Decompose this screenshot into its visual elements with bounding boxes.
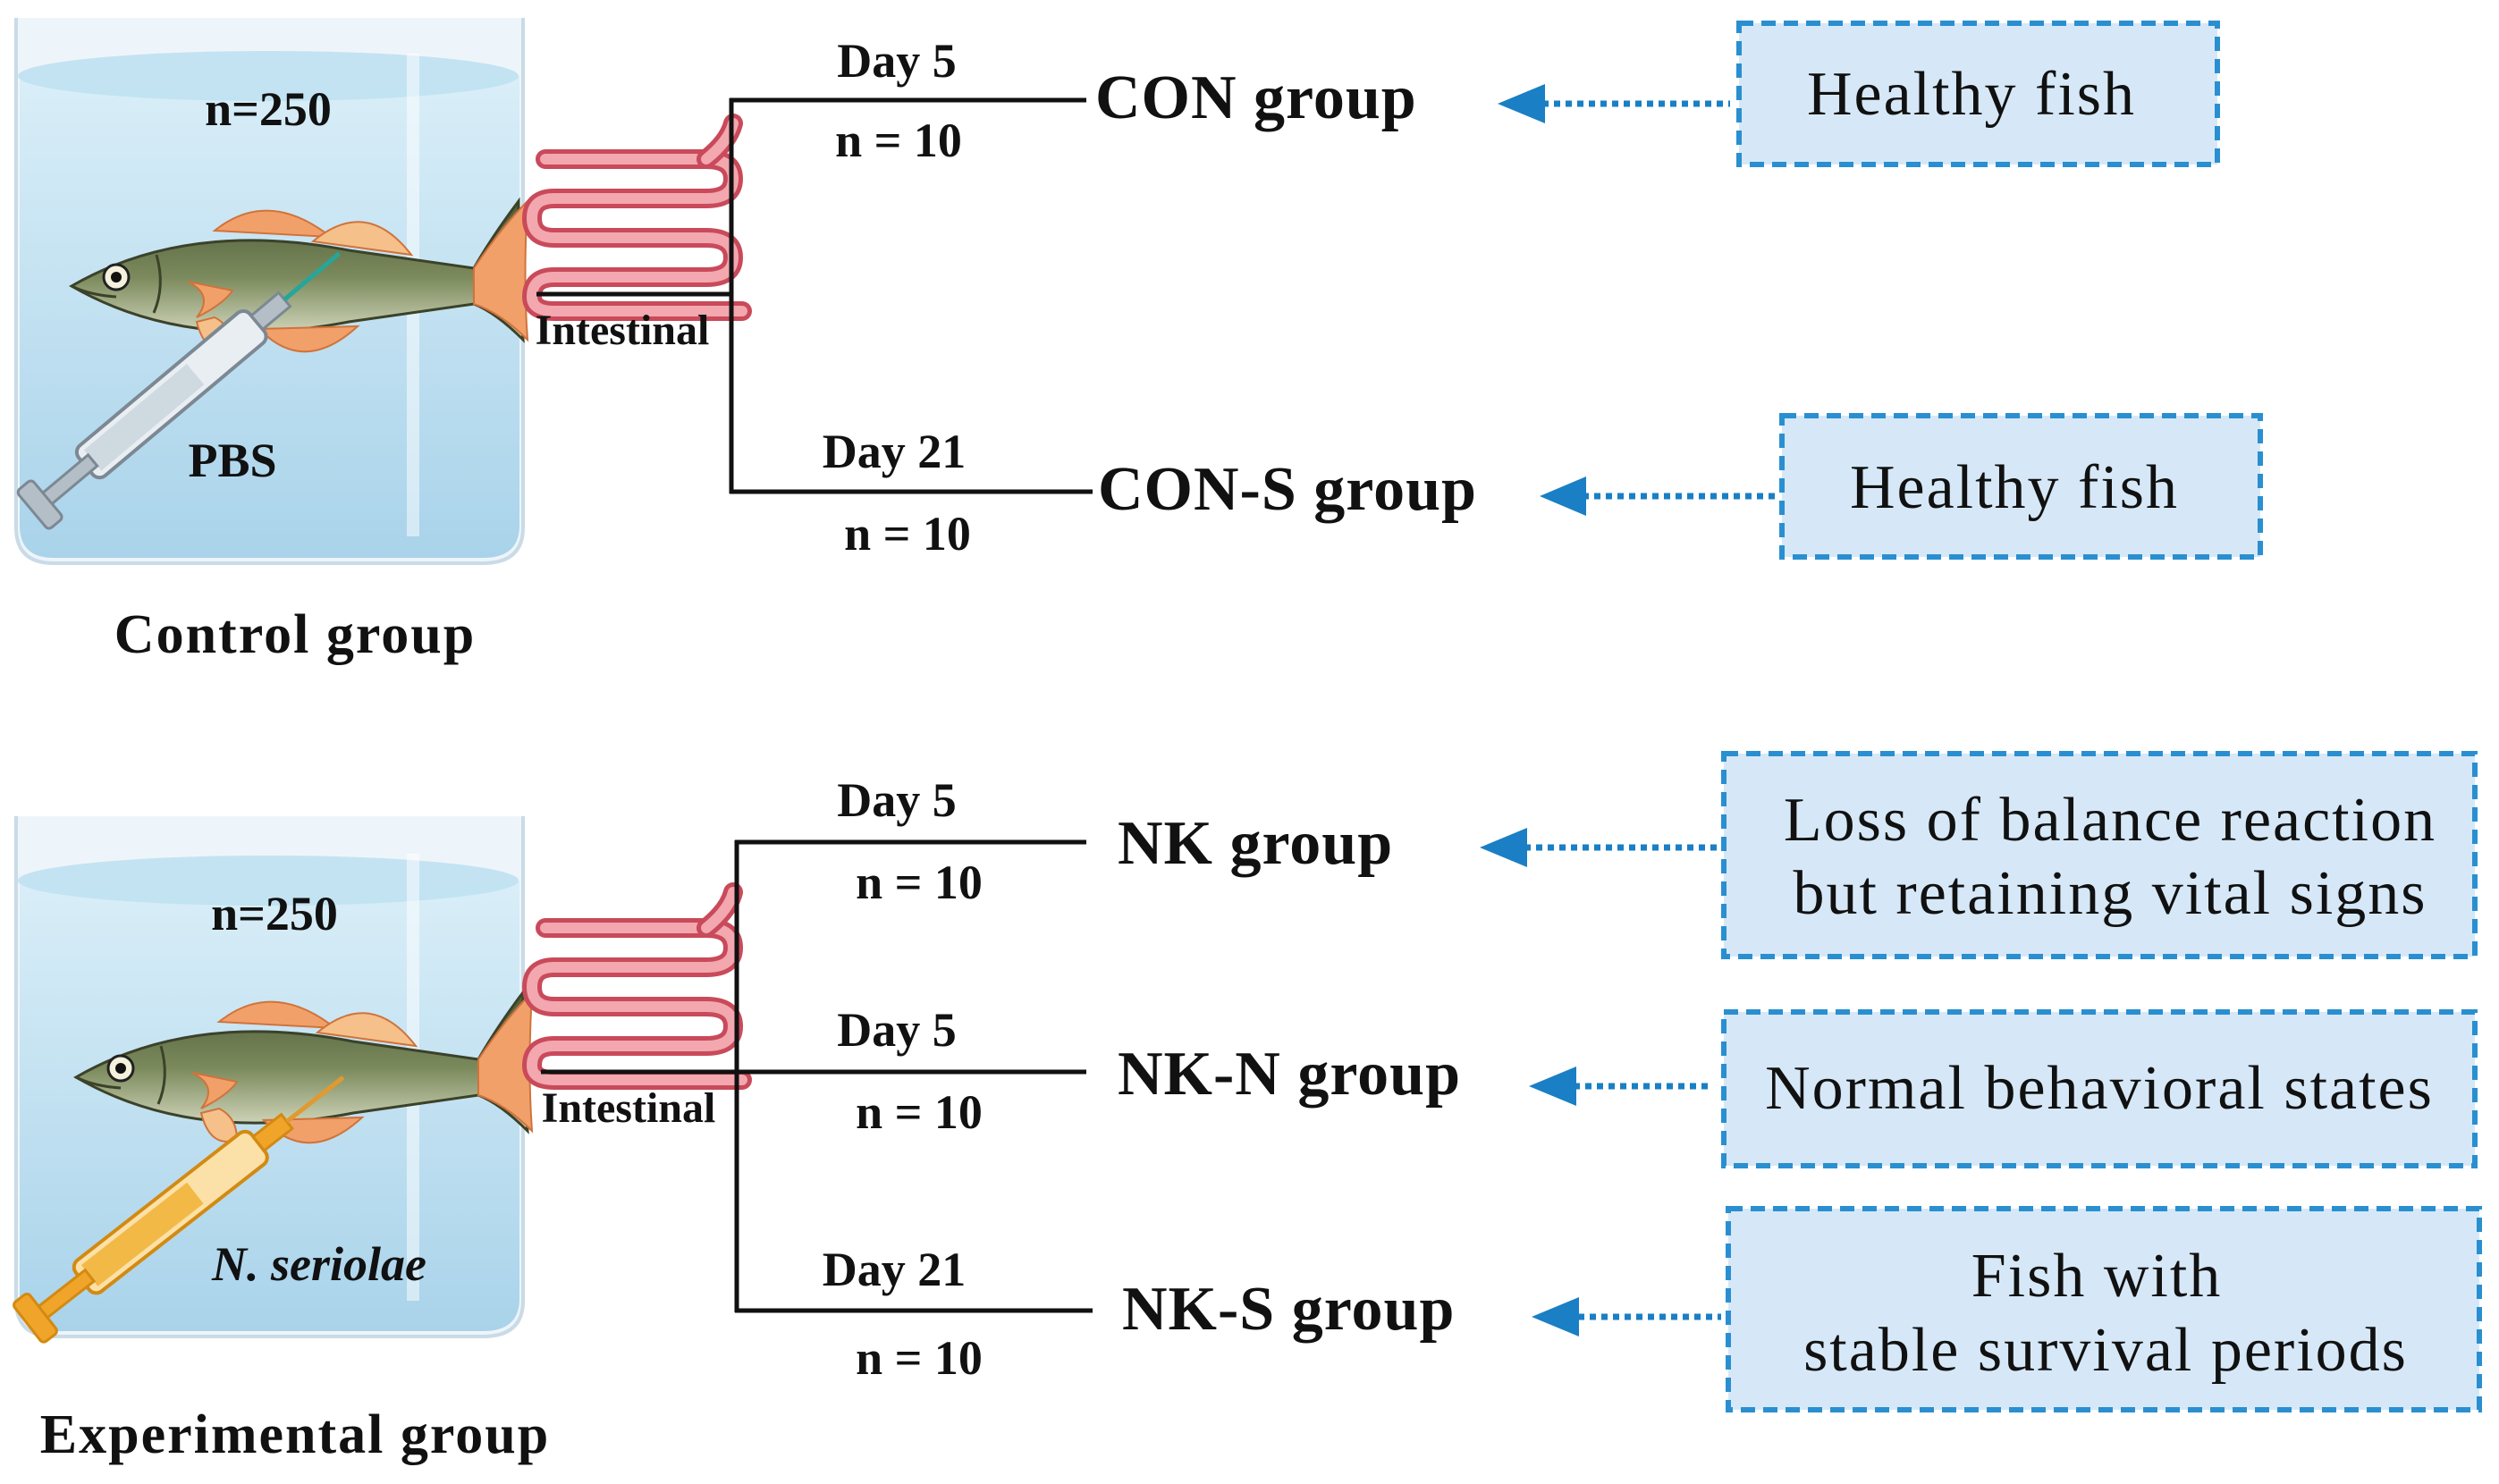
control-branch-2-n: n = 10 bbox=[844, 507, 971, 561]
control-branch-2-group: CON-S group bbox=[1098, 455, 1477, 524]
experimental-branch-3-group: NK-S group bbox=[1122, 1275, 1455, 1344]
experimental-injection-label: N. seriolae bbox=[211, 1237, 426, 1291]
control-intestine-icon bbox=[532, 123, 742, 311]
experimental-panel: n=250 N. seriolae Experimental group Int… bbox=[13, 751, 2482, 1465]
experimental-note-2: Normal behavioral states bbox=[1721, 1009, 2478, 1168]
experimental-arrow-1 bbox=[1480, 828, 1717, 867]
control-organ-label: Intestinal bbox=[536, 307, 710, 354]
control-caption: Control group bbox=[114, 604, 476, 665]
experimental-note-1: Loss of balance reaction but retaining v… bbox=[1721, 751, 2478, 959]
control-branch-1-n: n = 10 bbox=[835, 114, 962, 167]
experimental-count: n=250 bbox=[211, 887, 338, 940]
experimental-branch-1-group: NK group bbox=[1118, 809, 1393, 878]
control-note-1-text: Healthy fish bbox=[1807, 60, 2136, 129]
experimental-branch-3-day: Day 21 bbox=[823, 1243, 967, 1296]
control-count: n=250 bbox=[205, 82, 332, 136]
experimental-organ-label: Intestinal bbox=[542, 1084, 716, 1132]
experimental-branch-1-n: n = 10 bbox=[856, 856, 983, 909]
experimental-caption: Experimental group bbox=[40, 1404, 550, 1465]
experimental-note-1-line-2: but retaining vital signs bbox=[1793, 859, 2427, 928]
experimental-note-3-line-2: stable survival periods bbox=[1803, 1316, 2408, 1385]
experimental-branch-2-group: NK-N group bbox=[1118, 1040, 1461, 1109]
control-arrow-2 bbox=[1540, 476, 1775, 516]
experimental-syringe-icon bbox=[13, 1075, 345, 1344]
control-branch-1-day: Day 5 bbox=[837, 34, 957, 88]
control-note-2: Healthy fish bbox=[1779, 413, 2263, 560]
control-injection-label: PBS bbox=[188, 434, 276, 487]
control-note-2-text: Healthy fish bbox=[1850, 453, 2179, 522]
experimental-arrow-3 bbox=[1532, 1297, 1721, 1336]
experimental-intestine-icon bbox=[532, 892, 742, 1080]
experimental-note-2-text: Normal behavioral states bbox=[1765, 1054, 2434, 1123]
control-syringe-icon bbox=[16, 251, 342, 530]
control-branch-1-group: CON group bbox=[1095, 63, 1417, 132]
experimental-branch-1-day: Day 5 bbox=[837, 773, 957, 827]
experimental-branch-3-n: n = 10 bbox=[856, 1331, 983, 1385]
control-arrow-1 bbox=[1498, 84, 1730, 123]
control-panel: n=250 PBS Control group Intestinal Day 5… bbox=[14, 18, 2263, 665]
control-branch-2-day: Day 21 bbox=[823, 425, 967, 478]
experimental-branch-lines bbox=[541, 839, 1093, 1313]
control-branch-lines bbox=[536, 97, 1093, 494]
control-note-1: Healthy fish bbox=[1736, 21, 2220, 167]
experimental-branch-2-day: Day 5 bbox=[837, 1003, 957, 1057]
experimental-note-1-line-1: Loss of balance reaction bbox=[1784, 786, 2436, 855]
experimental-branch-2-n: n = 10 bbox=[856, 1085, 983, 1139]
experimental-arrow-2 bbox=[1529, 1067, 1712, 1106]
experimental-note-3: Fish with stable survival periods bbox=[1726, 1206, 2482, 1412]
experimental-note-3-line-1: Fish with bbox=[1971, 1242, 2223, 1311]
